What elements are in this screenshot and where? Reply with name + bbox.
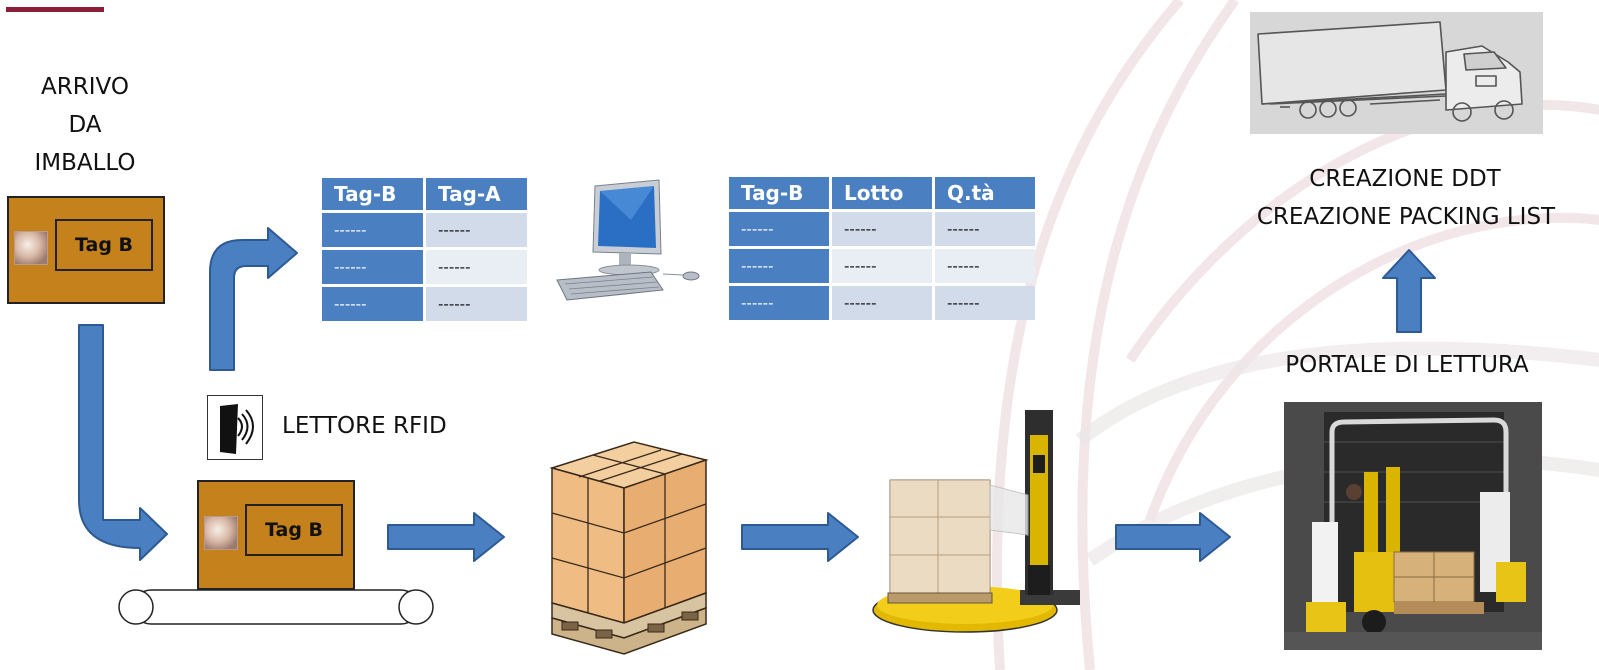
arrow-up	[1382, 249, 1436, 333]
tag-b-label: Tag B	[245, 504, 343, 556]
rfid-chip-icon	[14, 231, 48, 265]
table-cell: ------	[729, 286, 829, 320]
ddt-label: CREAZIONE DDT	[1309, 166, 1501, 192]
table-row: ------ ------ ------	[729, 286, 1035, 320]
computer-icon	[556, 179, 700, 301]
conveyor-box: Tag B	[197, 480, 355, 590]
reading-portal-image	[1284, 402, 1542, 650]
table-row: ------ ------	[322, 213, 527, 247]
table-row: ------ ------ ------	[729, 212, 1035, 246]
portal-label: PORTALE DI LETTURA	[1285, 352, 1529, 378]
table-header: Lotto	[832, 177, 932, 209]
rfid-reader-icon	[207, 395, 263, 460]
table-cell: ------	[729, 212, 829, 246]
arrow-right-3	[1115, 512, 1231, 562]
table-cell: ------	[322, 213, 423, 247]
table-cell: ------	[935, 249, 1035, 283]
arrow-down-right	[78, 324, 168, 561]
table-row: ------ ------ ------	[729, 249, 1035, 283]
table-header: Tag-B	[729, 177, 829, 209]
table-cell: ------	[322, 287, 423, 321]
table-cell: ------	[832, 212, 932, 246]
lot-quantity-table: Tag-B Lotto Q.tà ------ ------ ------ --…	[726, 174, 1038, 323]
tag-mapping-table: Tag-B Tag-A ------ ------ ------ ------ …	[319, 175, 530, 324]
arrow-up-right-shape	[209, 227, 298, 371]
arrow-right-1	[387, 512, 505, 562]
truck-icon	[1257, 21, 1523, 122]
table-header: Tag-A	[426, 178, 527, 210]
conveyor-belt-icon	[118, 589, 434, 625]
arrival-label-line1: ARRIVO	[41, 74, 129, 100]
accent-bar	[6, 7, 104, 12]
table-cell: ------	[832, 249, 932, 283]
table-cell: ------	[935, 212, 1035, 246]
table-cell: ------	[935, 286, 1035, 320]
table-row: ------ ------	[322, 287, 527, 321]
table-header: Q.tà	[935, 177, 1035, 209]
table-cell: ------	[832, 286, 932, 320]
table-row: ------ ------	[322, 250, 527, 284]
table-cell: ------	[322, 250, 423, 284]
reading-portal-icon	[1284, 402, 1542, 650]
table-cell: ------	[426, 250, 527, 284]
rfid-chip-icon	[204, 516, 238, 550]
truck-image	[1250, 12, 1543, 134]
table-cell: ------	[426, 213, 527, 247]
table-cell: ------	[729, 249, 829, 283]
stretch-wrapper-icon	[872, 410, 1080, 633]
packing-list-label: CREAZIONE PACKING LIST	[1256, 204, 1556, 230]
arrival-label-line3: IMBALLO	[34, 150, 136, 176]
arrival-label: ARRIVO DA IMBALLO	[10, 68, 160, 182]
pallet-boxes-icon	[549, 441, 709, 655]
table-header: Tag-B	[322, 178, 423, 210]
incoming-box: Tag B	[7, 196, 165, 304]
tag-b-label: Tag B	[55, 219, 153, 271]
table-cell: ------	[426, 287, 527, 321]
arrow-right-2	[741, 512, 859, 562]
rfid-reader-label: LETTORE RFID	[282, 413, 447, 439]
arrival-label-line2: DA	[68, 112, 102, 138]
